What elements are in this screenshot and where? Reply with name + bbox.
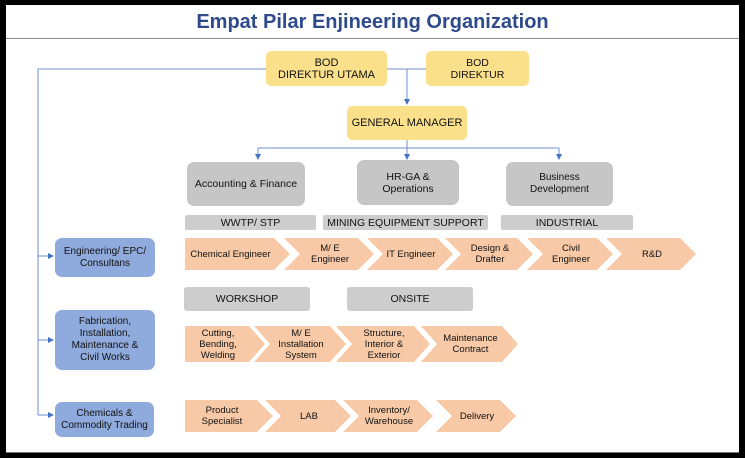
sector-mining-equipment-support: MINING EQUIPMENT SUPPORT xyxy=(323,215,488,230)
function-product-specialist: Product Specialist xyxy=(185,400,273,432)
connector-bod-left-trunk xyxy=(37,68,266,415)
bod-direktur-box: BOD DIREKTUR xyxy=(426,51,529,86)
location-workshop: WORKSHOP xyxy=(184,287,310,311)
bod-direktur-utama-box: BOD DIREKTUR UTAMA xyxy=(266,51,387,86)
general-manager-box: GENERAL MANAGER xyxy=(347,106,467,140)
department-business-development: Business Development xyxy=(506,162,613,206)
sector-wwtp-stp: WWTP/ STP xyxy=(185,215,316,230)
division-engineering-epc: Engineering/ EPC/ Consultans xyxy=(55,238,155,277)
location-onsite: ONSITE xyxy=(347,287,473,311)
department-hr-ga-operations: HR-GA & Operations xyxy=(357,160,459,205)
function-maintenance-contract: Maintenance Contract xyxy=(421,326,518,362)
sector-industrial: INDUSTRIAL xyxy=(501,215,633,230)
title-divider xyxy=(6,38,739,39)
division-fabrication-installation: Fabrication, Installation, Maintenance &… xyxy=(55,310,155,370)
department-accounting-finance: Accounting & Finance xyxy=(187,162,305,206)
page-title: Empat Pilar Enjineering Organization xyxy=(196,11,549,33)
function-chemical-engineer: Chemical Engineer xyxy=(185,238,290,270)
division-chemicals-trading: Chemicals & Commodity Trading xyxy=(55,402,154,437)
function-cutting-bending-welding: Cutting, Bending, Welding xyxy=(185,326,265,362)
